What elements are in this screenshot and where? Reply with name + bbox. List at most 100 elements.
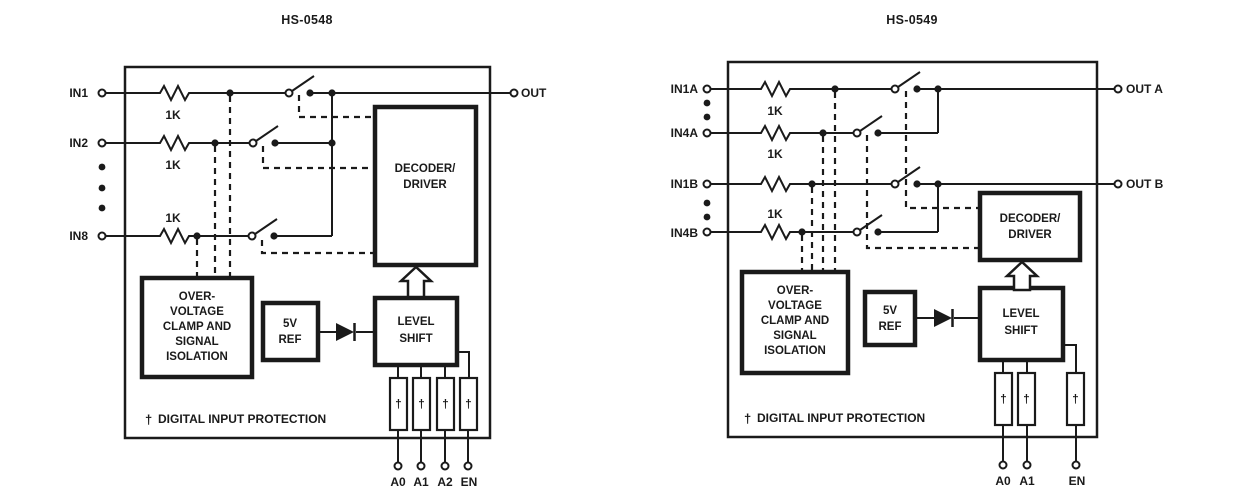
junction-dot: [193, 232, 201, 240]
switch-contact: [890, 84, 900, 94]
input-label: IN4A: [671, 126, 699, 140]
dashed-control-line: [260, 240, 374, 255]
switch-contact-dot: [874, 228, 882, 236]
control-terminals: A0 A1 EN: [995, 425, 1085, 488]
switch-contact: [284, 88, 294, 98]
level-shift-line1: LEVEL: [1002, 308, 1039, 320]
diode-symbol: [915, 309, 980, 327]
switch-symbol: [890, 166, 921, 189]
overvoltage-line: SIGNAL: [773, 330, 816, 342]
up-arrow-icon: [1003, 260, 1041, 292]
switch-symbol: [890, 71, 921, 94]
dagger-mark: †: [1000, 394, 1006, 406]
input-terminal-circle: [97, 231, 107, 241]
dashed-control-line: [297, 95, 374, 119]
dot: [703, 199, 711, 207]
ellipsis-dots: [98, 163, 106, 212]
decoder-driver-block: [977, 190, 1083, 263]
dot: [703, 99, 711, 107]
dot: [703, 213, 711, 221]
switch-contact-dot: [874, 129, 882, 137]
resistor-label: 1K: [767, 104, 783, 118]
note-dagger: †: [744, 411, 751, 426]
diagram-title: HS-0549: [886, 13, 937, 27]
level-shift-line1: LEVEL: [397, 316, 434, 328]
ref-label-line2: REF: [279, 334, 302, 346]
switch-symbol: [284, 75, 315, 98]
overvoltage-line: VOLTAGE: [768, 300, 822, 312]
overvoltage-line: CLAMP AND: [163, 321, 231, 333]
switch-lever: [897, 166, 921, 183]
decoder-label-line2: DRIVER: [1008, 229, 1052, 241]
ellipsis-dots: [703, 199, 711, 221]
dagger-mark: †: [465, 399, 471, 411]
overvoltage-line: ISOLATION: [166, 351, 228, 363]
diagram-title: HS-0548: [281, 13, 332, 27]
input-row-in8: IN8 1K: [69, 211, 332, 246]
terminal-label: A0: [995, 474, 1011, 488]
switch-symbol: [248, 125, 279, 148]
resistor-symbol: [157, 226, 192, 246]
junction-dot: [798, 228, 806, 236]
switch-symbol: [247, 218, 278, 241]
terminal-label: EN: [1069, 474, 1086, 488]
dashed-control-line: [865, 135, 979, 250]
ref-block: [862, 289, 918, 348]
switch-contact-dot: [913, 85, 921, 93]
dot: [98, 163, 106, 171]
switch-contact: [890, 179, 900, 189]
resistor-symbol: [758, 222, 793, 242]
overvoltage-line: VOLTAGE: [170, 306, 224, 318]
decoder-label-line2: DRIVER: [403, 179, 447, 191]
wire: [457, 351, 470, 378]
dashed-control-line: [261, 146, 374, 170]
diagram-hs-0548: HS-0548 IN1 1K IN2 1K: [69, 13, 547, 489]
input-terminal-circle: [702, 227, 712, 237]
switch-contact-dot: [306, 89, 314, 97]
dashed-control-line: [904, 91, 979, 210]
resistor-label: 1K: [165, 211, 181, 225]
input-label: IN1A: [671, 82, 699, 96]
input-terminal-circle: [97, 88, 107, 98]
terminal-label: A2: [437, 475, 453, 489]
output-terminal-circle: [1113, 84, 1123, 94]
switch-symbol: [852, 214, 883, 237]
dot: [98, 184, 106, 192]
dagger-mark: †: [418, 399, 424, 411]
input-row-in2: IN2 1K: [69, 125, 336, 172]
resistor-label: 1K: [767, 147, 783, 161]
overvoltage-line: OVER-: [179, 291, 216, 303]
junction-dot: [819, 129, 827, 137]
switch-contact: [852, 227, 862, 237]
overvoltage-line: SIGNAL: [175, 336, 218, 348]
note-text: DIGITAL INPUT PROTECTION: [757, 411, 925, 425]
input-terminal-circle: [702, 84, 712, 94]
decoder-label-line1: DECODER/: [1000, 213, 1062, 225]
switch-contact-dot: [271, 139, 279, 147]
output-label: OUT: [521, 86, 547, 100]
ellipsis-dots: [703, 99, 711, 121]
diagram-hs-0549: HS-0549 IN1A 1K IN4A: [671, 13, 1164, 488]
overvoltage-line: ISOLATION: [764, 345, 826, 357]
wire: [1063, 344, 1077, 373]
switch-lever: [859, 115, 883, 132]
resistor-symbol: [157, 83, 192, 103]
input-row-in4a: IN4A 1K: [671, 115, 938, 161]
terminal-label: EN: [461, 475, 478, 489]
overvoltage-line: OVER-: [777, 285, 814, 297]
ref-label-line1: 5V: [883, 305, 897, 317]
output-label: OUT A: [1126, 82, 1163, 96]
input-row-in4b: IN4B 1K: [671, 207, 938, 242]
resistor-symbol: [758, 79, 793, 99]
level-shift-block: [977, 285, 1066, 363]
switch-lever: [859, 214, 883, 231]
resistor-label: 1K: [165, 158, 181, 172]
diode-anode: [336, 323, 354, 341]
terminal-circle: [1022, 460, 1032, 470]
input-row-in1a: IN1A 1K: [671, 71, 1114, 118]
input-label: IN4B: [671, 226, 699, 240]
diode-symbol: [318, 323, 375, 341]
decoder-driver-block: [372, 104, 479, 268]
